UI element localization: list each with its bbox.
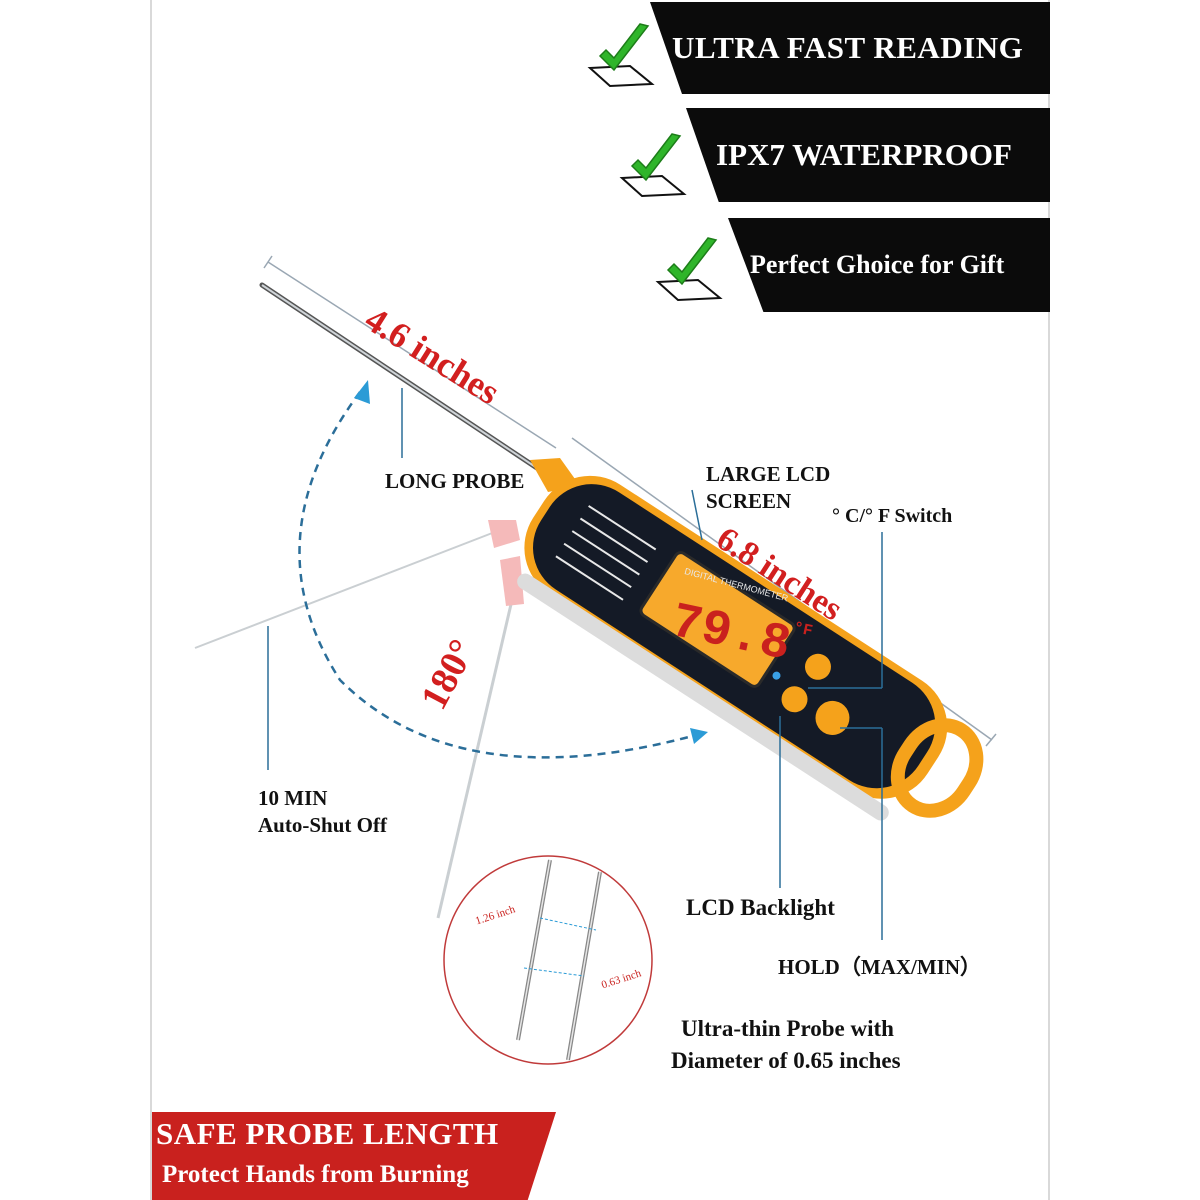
feature-banner-fast-reading: ULTRA FAST READING: [650, 2, 1050, 94]
footer-banner: [152, 1112, 556, 1200]
auto-off-label-line1: 10 MIN: [258, 786, 328, 810]
panel-right-border: [1048, 0, 1050, 1200]
long-probe-label: LONG PROBE: [385, 469, 525, 493]
lcd-unit: °F: [791, 618, 815, 641]
auto-off-label-line2: Auto-Shut Off: [258, 813, 387, 837]
feature-banner-gift: Perfect Ghoice for Gift: [728, 218, 1050, 312]
lcd-screen-label-line1: LARGE LCD: [706, 462, 831, 486]
checkbox-check-icon: [655, 237, 723, 302]
probe-description-line2: Diameter of 0.65 inches: [671, 1048, 901, 1073]
panel-left-border: [150, 0, 152, 1200]
lcd-screen-label-line2: SCREEN: [706, 489, 792, 513]
checkbox-check-icon: [619, 133, 687, 198]
long-probe: [259, 282, 580, 492]
checkbox-check-icon: [587, 23, 655, 88]
probe-description-line1: Ultra-thin Probe with: [681, 1016, 894, 1041]
rotation-arc: [298, 380, 708, 759]
probe-dimension-line: [263, 255, 557, 449]
hold-label: HOLD（MAX/MIN）: [778, 955, 981, 979]
footer-title: SAFE PROBE LENGTH: [156, 1116, 499, 1151]
feature-label: IPX7 WATERPROOF: [716, 137, 1012, 172]
backlight-label: LCD Backlight: [686, 895, 835, 920]
folded-probe-ghost: [194, 520, 524, 919]
probe-detail-inset: [443, 855, 653, 1065]
callout-lines: [267, 388, 883, 940]
feature-label: ULTRA FAST READING: [672, 30, 1024, 65]
footer-subtitle: Protect Hands from Burning: [162, 1161, 469, 1188]
feature-label: Perfect Ghoice for Gift: [750, 250, 1005, 279]
feature-banner-waterproof: IPX7 WATERPROOF: [686, 108, 1050, 202]
cf-switch-label: ° C/° F Switch: [832, 505, 953, 527]
thermometer-body: [517, 475, 984, 821]
